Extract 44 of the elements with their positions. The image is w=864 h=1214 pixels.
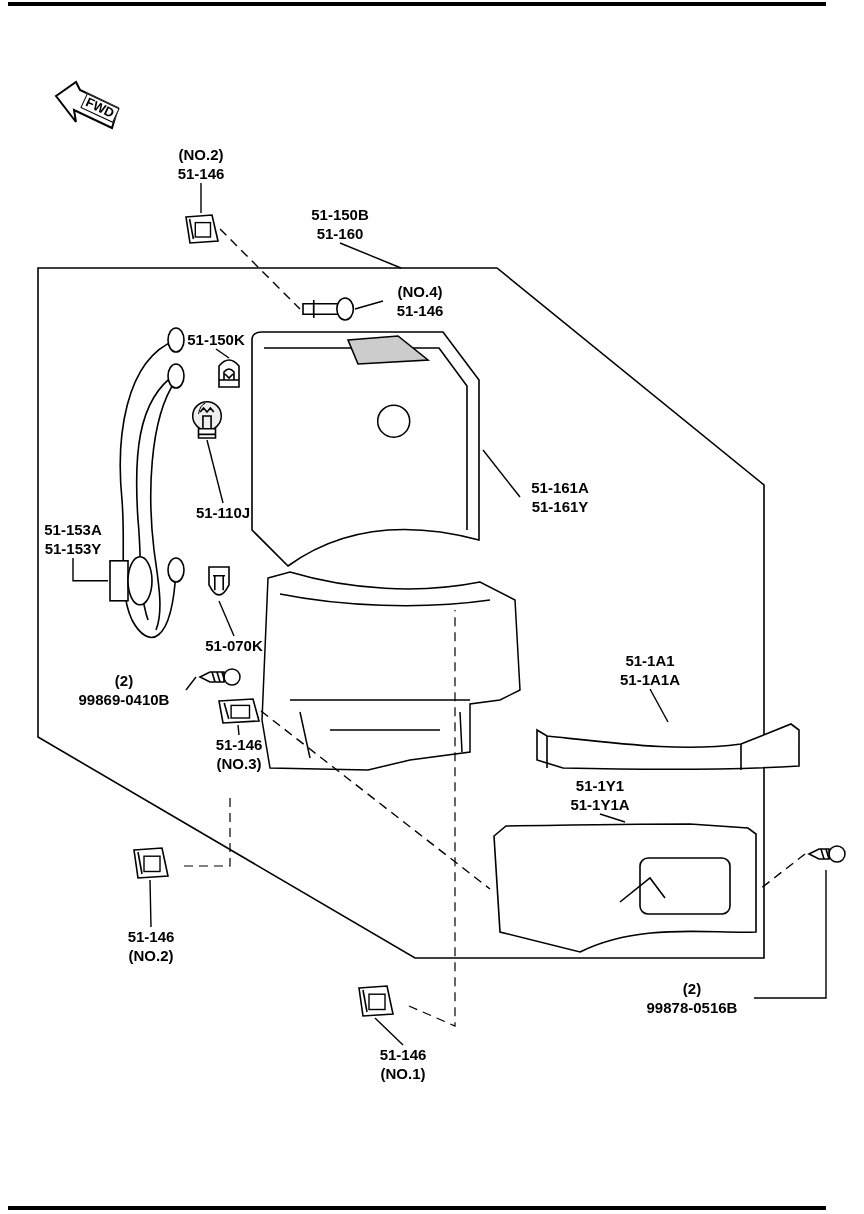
part-number: 51-1Y1A	[569, 795, 631, 814]
leader-line	[599, 813, 626, 823]
position-note: (NO.4)	[396, 282, 444, 301]
part-number: 51-160	[315, 224, 365, 243]
leader-line	[200, 182, 202, 214]
part-number: 51-1A1A	[619, 670, 681, 689]
part-number: 51-146	[176, 164, 226, 183]
part-number: 51-070K	[204, 636, 264, 655]
leader-line	[649, 688, 669, 723]
position-note: (NO.2)	[177, 145, 225, 164]
part-number: 51-161A	[530, 478, 590, 497]
part-number: 51-161Y	[530, 497, 590, 516]
part-number: 51-150K	[186, 330, 246, 349]
leader-line	[206, 439, 224, 504]
part-number: 51-153Y	[43, 539, 103, 558]
part-number: 51-110J	[194, 503, 252, 522]
position-note: (NO.2)	[127, 946, 175, 965]
leader-line	[482, 449, 521, 498]
leader-line	[218, 600, 235, 637]
assembly-line	[260, 710, 491, 890]
assembly-line	[759, 853, 806, 890]
part-number: 51-146	[395, 301, 445, 320]
part-number: 99878-0516B	[645, 998, 739, 1017]
part-number: 51-1Y1	[574, 776, 626, 795]
leader-line	[753, 869, 827, 999]
part-number: 51-146	[378, 1045, 428, 1064]
quantity-note: (2)	[681, 979, 703, 998]
leader-line	[215, 348, 230, 359]
part-number: 51-146	[214, 735, 264, 754]
part-number: 51-146	[126, 927, 176, 946]
leader-line	[185, 676, 197, 691]
leader-line	[374, 1017, 404, 1046]
leader-line	[339, 242, 402, 269]
position-note: (NO.1)	[379, 1064, 427, 1083]
quantity-note: (2)	[113, 671, 135, 690]
part-number: 99869-0410B	[77, 690, 171, 709]
part-number: 51-153A	[43, 520, 103, 539]
part-number: 51-150B	[310, 205, 370, 224]
leader-line	[149, 879, 152, 928]
leader-line	[237, 724, 240, 736]
part-number: 51-1A1	[624, 651, 676, 670]
leader-line	[354, 300, 384, 310]
leader-line	[72, 557, 109, 582]
position-note: (NO.3)	[215, 754, 263, 773]
